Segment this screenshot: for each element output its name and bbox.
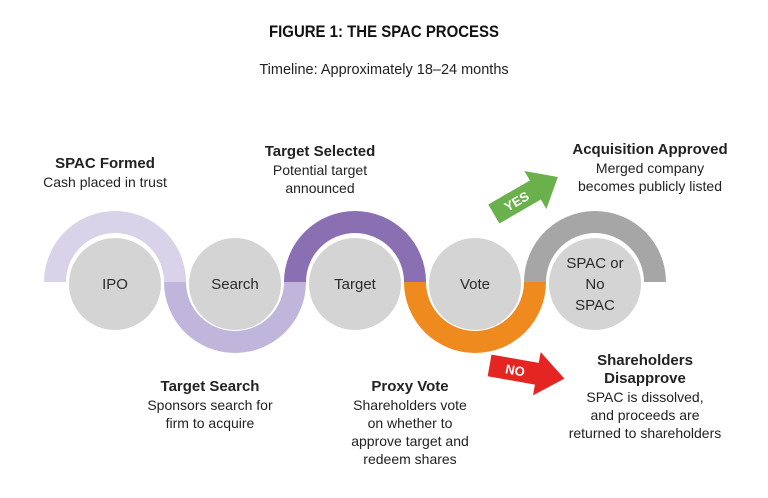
figure-title: FIGURE 1: THE SPAC PROCESS — [269, 22, 499, 41]
annotation-acquisition-approved: Acquisition Approved Merged company beco… — [555, 141, 745, 195]
annotation-proxy-vote: Proxy Vote Shareholders vote on whether … — [330, 378, 490, 468]
annotation-target-selected-line1: Potential target — [272, 162, 368, 178]
stage-label-outcome-line3: SPAC — [575, 297, 615, 314]
annotation-disapprove-heading-line1: Shareholders — [597, 352, 693, 369]
stage-circle-ipo — [69, 238, 161, 330]
annotation-target-selected-line2: announced — [285, 180, 355, 196]
annotation-proxy-vote-line3: approve target and — [351, 433, 469, 449]
annotation-disapprove-line1: SPAC is dissolved, — [586, 389, 704, 405]
no-label: NO — [504, 361, 526, 379]
stage-circle-outcome — [549, 238, 641, 330]
annotation-acquisition-approved-line2: becomes publicly listed — [578, 178, 722, 194]
annotation-shareholders-disapprove: Shareholders Disapprove SPAC is dissolve… — [545, 352, 745, 442]
annotation-target-search: Target Search Sponsors search for firm t… — [125, 378, 295, 432]
annotation-target-search-line1: Sponsors search for — [147, 397, 273, 413]
arc-proxy-vote — [404, 282, 546, 353]
annotation-proxy-vote-line1: Shareholders vote — [353, 397, 467, 413]
annotation-spac-formed-heading: SPAC Formed — [55, 155, 155, 172]
annotation-target-search-line2: firm to acquire — [165, 415, 255, 431]
stage-circle-search — [189, 238, 281, 330]
stage-circle-target — [309, 238, 401, 330]
annotation-target-selected-heading: Target Selected — [264, 143, 376, 160]
arc-target-selected — [284, 211, 426, 282]
annotation-disapprove-line3: returned to shareholders — [568, 425, 722, 441]
annotation-proxy-vote-line4: redeem shares — [363, 451, 457, 467]
annotation-spac-formed: SPAC Formed Cash placed in trust — [30, 155, 180, 191]
stage-circle-vote — [429, 238, 521, 330]
stage-label-outcome-line1: SPAC or — [566, 255, 623, 272]
stage-label-vote: Vote — [460, 276, 490, 293]
arc-target-search — [164, 282, 306, 353]
annotation-acquisition-approved-line1: Merged company — [595, 160, 705, 176]
annotation-target-search-heading: Target Search — [160, 378, 260, 395]
annotation-disapprove-line2: and proceeds are — [590, 407, 700, 423]
annotation-disapprove-heading-line2: Disapprove — [604, 370, 686, 387]
no-arrow: NO — [487, 352, 565, 396]
stage-label-outcome-line2: No — [585, 276, 604, 293]
stage-label-target: Target — [334, 276, 377, 293]
annotation-proxy-vote-heading: Proxy Vote — [371, 378, 449, 395]
stage-label-ipo: IPO — [102, 276, 128, 293]
stage-label-search: Search — [211, 276, 259, 293]
annotation-acquisition-approved-heading: Acquisition Approved — [572, 141, 728, 158]
figure-subtitle: Timeline: Approximately 18–24 months — [259, 62, 509, 78]
annotation-proxy-vote-line2: on whether to — [367, 415, 453, 431]
arc-spac-formed — [44, 211, 186, 282]
annotation-target-selected: Target Selected Potential target announc… — [240, 143, 400, 197]
annotation-spac-formed-line: Cash placed in trust — [43, 174, 167, 190]
arc-outcome — [524, 211, 666, 282]
